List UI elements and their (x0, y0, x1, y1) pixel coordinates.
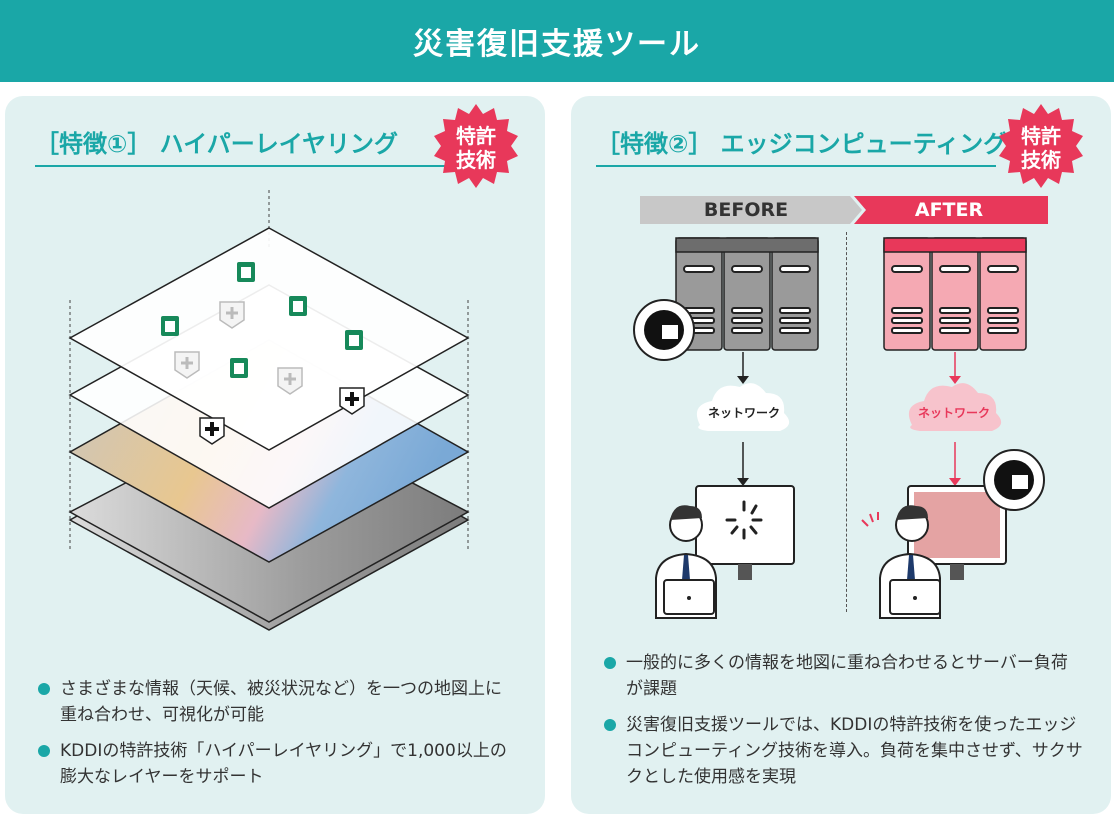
network-label-before: ネットワーク (707, 406, 780, 420)
network-label-after: ネットワーク (917, 406, 990, 420)
list-item: 一般的に多くの情報を地図に重ね合わせるとサーバー負荷が課題 (604, 650, 1084, 702)
feature2-underline (596, 165, 996, 167)
badge-burst-icon (434, 104, 518, 188)
badge-line-1: 特許 (1021, 124, 1061, 148)
network-cloud-icon (908, 383, 1002, 431)
processing-bubble-icon (983, 449, 1045, 511)
loading-spinner-icon (725, 500, 763, 540)
feature1-title: ［特徴①］ ハイパーレイヤリング (35, 130, 398, 158)
monitor-icon (907, 485, 1007, 580)
before-after-divider (846, 232, 847, 612)
bullet-dot-icon (604, 719, 616, 731)
list-item: 災害復旧支援ツールでは、KDDIの特許技術を使ったエッジコンピューティング技術を… (604, 712, 1084, 790)
badge-line-1: 特許 (456, 124, 496, 148)
feature1-underline (35, 165, 505, 167)
before-illustration (633, 237, 819, 619)
page-title: 災害復旧支援ツール (413, 27, 701, 62)
after-label: AFTER (914, 199, 984, 221)
server-rack-icon (883, 237, 1027, 351)
hyper-layering-illustration (68, 190, 470, 631)
confused-person-icon (655, 505, 717, 619)
badge-line-2: 技術 (456, 148, 496, 172)
before-after-banner (640, 196, 1048, 224)
feature2-title: ［特徴②］ エッジコンピューティング (596, 130, 1008, 158)
bullet-dot-icon (604, 657, 616, 669)
feature1-bullet-list: さまざまな情報（天候、被災状況など）を一つの地図上に重ね合わせ、可視化が可能 K… (38, 676, 518, 800)
badge-burst-icon (999, 104, 1083, 188)
patent-badge-1: 特許 技術 (430, 102, 522, 194)
header-bar: 災害復旧支援ツール (0, 0, 1114, 82)
after-illustration (861, 237, 1045, 619)
list-item: さまざまな情報（天候、被災状況など）を一つの地図上に重ね合わせ、可視化が可能 (38, 676, 518, 728)
bullet-dot-icon (38, 745, 50, 757)
network-cloud-icon (696, 383, 790, 431)
before-label: BEFORE (703, 199, 789, 221)
processing-bubble-icon (633, 299, 695, 361)
feature2-bullet-list: 一般的に多くの情報を地図に重ね合わせるとサーバー負荷が課題 災害復旧支援ツールで… (604, 650, 1084, 800)
list-item: KDDIの特許技術「ハイパーレイヤリング」で1,000以上の膨大なレイヤーをサポ… (38, 738, 518, 790)
patent-badge-2: 特許 技術 (995, 102, 1087, 194)
bullet-dot-icon (38, 683, 50, 695)
happy-person-icon (861, 505, 941, 619)
badge-line-2: 技術 (1021, 148, 1061, 172)
server-rack-icon (675, 237, 819, 351)
